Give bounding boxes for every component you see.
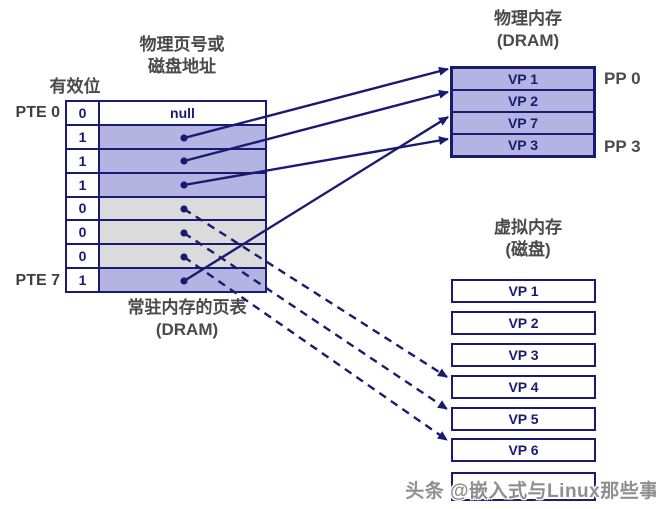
valid-bit-cell: 0 xyxy=(67,197,100,220)
page-table-title: 物理页号或 磁盘地址 xyxy=(92,34,272,78)
virtual-page-box: VP 5 xyxy=(451,407,596,431)
physical-page-row: VP 1 xyxy=(453,69,593,91)
physical-page-row: VP 2 xyxy=(453,91,593,113)
virtual-page-box: VP 4 xyxy=(451,375,596,399)
page-table-caption-line1: 常驻内存的页表 xyxy=(127,298,247,317)
page-table-row: 0 xyxy=(67,221,265,246)
valid-bit-cell: 1 xyxy=(67,149,100,172)
valid-bit-label: 有效位 xyxy=(49,77,101,96)
valid-bit-cell: 0 xyxy=(67,245,100,268)
pte-entry-cell xyxy=(100,197,265,220)
virtual-page-box: VP 2 xyxy=(451,311,596,335)
page-table-row: 1 xyxy=(67,149,265,174)
watermark-text: 头条 @嵌入式与Linux那些事 xyxy=(405,481,656,502)
pte-entry-cell xyxy=(100,149,265,172)
physical-memory-title: 物理内存 (DRAM) xyxy=(448,8,608,52)
pte-7-label: PTE 7 xyxy=(15,272,60,289)
physical-memory-title-line1: 物理内存 xyxy=(494,9,562,28)
valid-bit-cell: 1 xyxy=(67,269,100,291)
page-table-row: 0 xyxy=(67,197,265,222)
page-table-title-line2: 磁盘地址 xyxy=(148,57,216,76)
pte-entry-cell xyxy=(100,245,265,268)
virtual-page-box xyxy=(451,472,596,501)
virtual-memory-title: 虚拟内存 (磁盘) xyxy=(448,217,608,261)
pp-0-label: PP 0 xyxy=(604,69,641,88)
page-table-caption-line2: (DRAM) xyxy=(155,320,219,339)
page-table-caption: 常驻内存的页表 (DRAM) xyxy=(87,297,287,341)
page-table-row: 1 xyxy=(67,269,265,291)
pp-3-label: PP 3 xyxy=(604,137,641,156)
virtual-memory-title-line1: 虚拟内存 xyxy=(494,218,562,237)
physical-memory-title-line2: (DRAM) xyxy=(496,31,560,50)
pte-entry-cell xyxy=(100,269,265,291)
page-table-row: 1 xyxy=(67,173,265,198)
pte-entry-cell: null xyxy=(100,102,265,124)
page-table-row: 1 xyxy=(67,125,265,150)
physical-page-row: VP 7 xyxy=(453,113,593,135)
page-table-title-line1: 物理页号或 xyxy=(139,35,225,54)
pte-entry-cell xyxy=(100,221,265,244)
pte-entry-cell xyxy=(100,173,265,196)
valid-bit-cell: 0 xyxy=(67,221,100,244)
valid-bit-cell: 0 xyxy=(67,102,100,124)
pte-0-label: PTE 0 xyxy=(15,104,60,121)
physical-page-row: VP 3 xyxy=(453,135,593,155)
page-table-row: 0 xyxy=(67,245,265,270)
virtual-page-box: VP 6 xyxy=(451,438,596,462)
virtual-memory-title-line2: (磁盘) xyxy=(505,240,551,259)
virtual-page-box: VP 3 xyxy=(451,343,596,367)
valid-bit-cell: 1 xyxy=(67,125,100,148)
pte-entry-cell xyxy=(100,125,265,148)
virtual-page-box: VP 1 xyxy=(451,279,596,303)
valid-bit-cell: 1 xyxy=(67,173,100,196)
physical-memory-table: VP 1 VP 2 VP 7 VP 3 xyxy=(450,66,596,158)
